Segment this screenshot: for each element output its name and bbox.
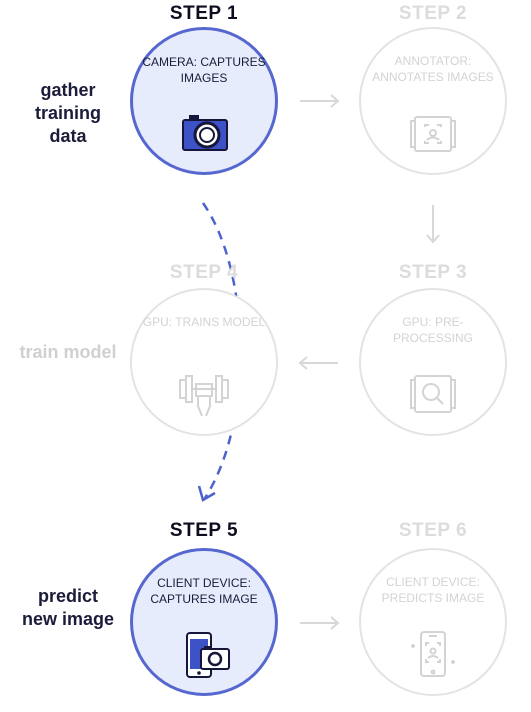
arrow-step5-to-step6 bbox=[300, 616, 340, 630]
step-2-circle: ANNOTATOR: ANNOTATES IMAGES bbox=[359, 27, 507, 175]
step-5-title: STEP 5 bbox=[169, 520, 239, 541]
step-5-circle: CLIENT DEVICE: CAPTURES IMAGE bbox=[130, 548, 278, 696]
step-1-text: CAMERA: CAPTURES IMAGES bbox=[142, 55, 266, 85]
step-1-title: STEP 1 bbox=[169, 3, 239, 24]
step-3-title: STEP 3 bbox=[398, 262, 468, 283]
step-1-circle: CAMERA: CAPTURES IMAGES bbox=[130, 27, 278, 175]
search-icon bbox=[410, 375, 456, 413]
phone-scan-icon bbox=[411, 631, 455, 677]
step-2-text: ANNOTATOR: ANNOTATES IMAGES bbox=[372, 54, 494, 84]
phase-label-predict: predict new image bbox=[21, 586, 115, 629]
phase-label-train: train model bbox=[19, 342, 117, 362]
step-4-text: GPU: TRAINS MODEL bbox=[142, 315, 266, 329]
step-3-circle: GPU: PRE-PROCESSING bbox=[359, 288, 507, 436]
annotate-icon bbox=[410, 116, 456, 152]
camera-icon bbox=[182, 115, 228, 151]
step-4-title: STEP 4 bbox=[169, 262, 239, 283]
step-6-circle: CLIENT DEVICE: PREDICTS IMAGE bbox=[359, 548, 507, 696]
step-6-text: CLIENT DEVICE: PREDICTS IMAGE bbox=[381, 575, 485, 605]
arrow-step3-to-step4 bbox=[298, 356, 338, 370]
step-6-title: STEP 6 bbox=[398, 520, 468, 541]
step-2-title: STEP 2 bbox=[398, 3, 468, 24]
step-5-text: CLIENT DEVICE: CAPTURES IMAGE bbox=[150, 576, 258, 606]
phone-camera-icon bbox=[186, 632, 230, 678]
arrow-step1-to-step2 bbox=[300, 94, 340, 108]
step-4-circle: GPU: TRAINS MODEL bbox=[130, 288, 278, 436]
arrow-step2-to-step3 bbox=[426, 205, 440, 244]
step-3-text: GPU: PRE-PROCESSING bbox=[392, 315, 473, 345]
phase-label-gather: gather training data bbox=[35, 80, 101, 146]
dumbbell-icon bbox=[179, 375, 229, 417]
